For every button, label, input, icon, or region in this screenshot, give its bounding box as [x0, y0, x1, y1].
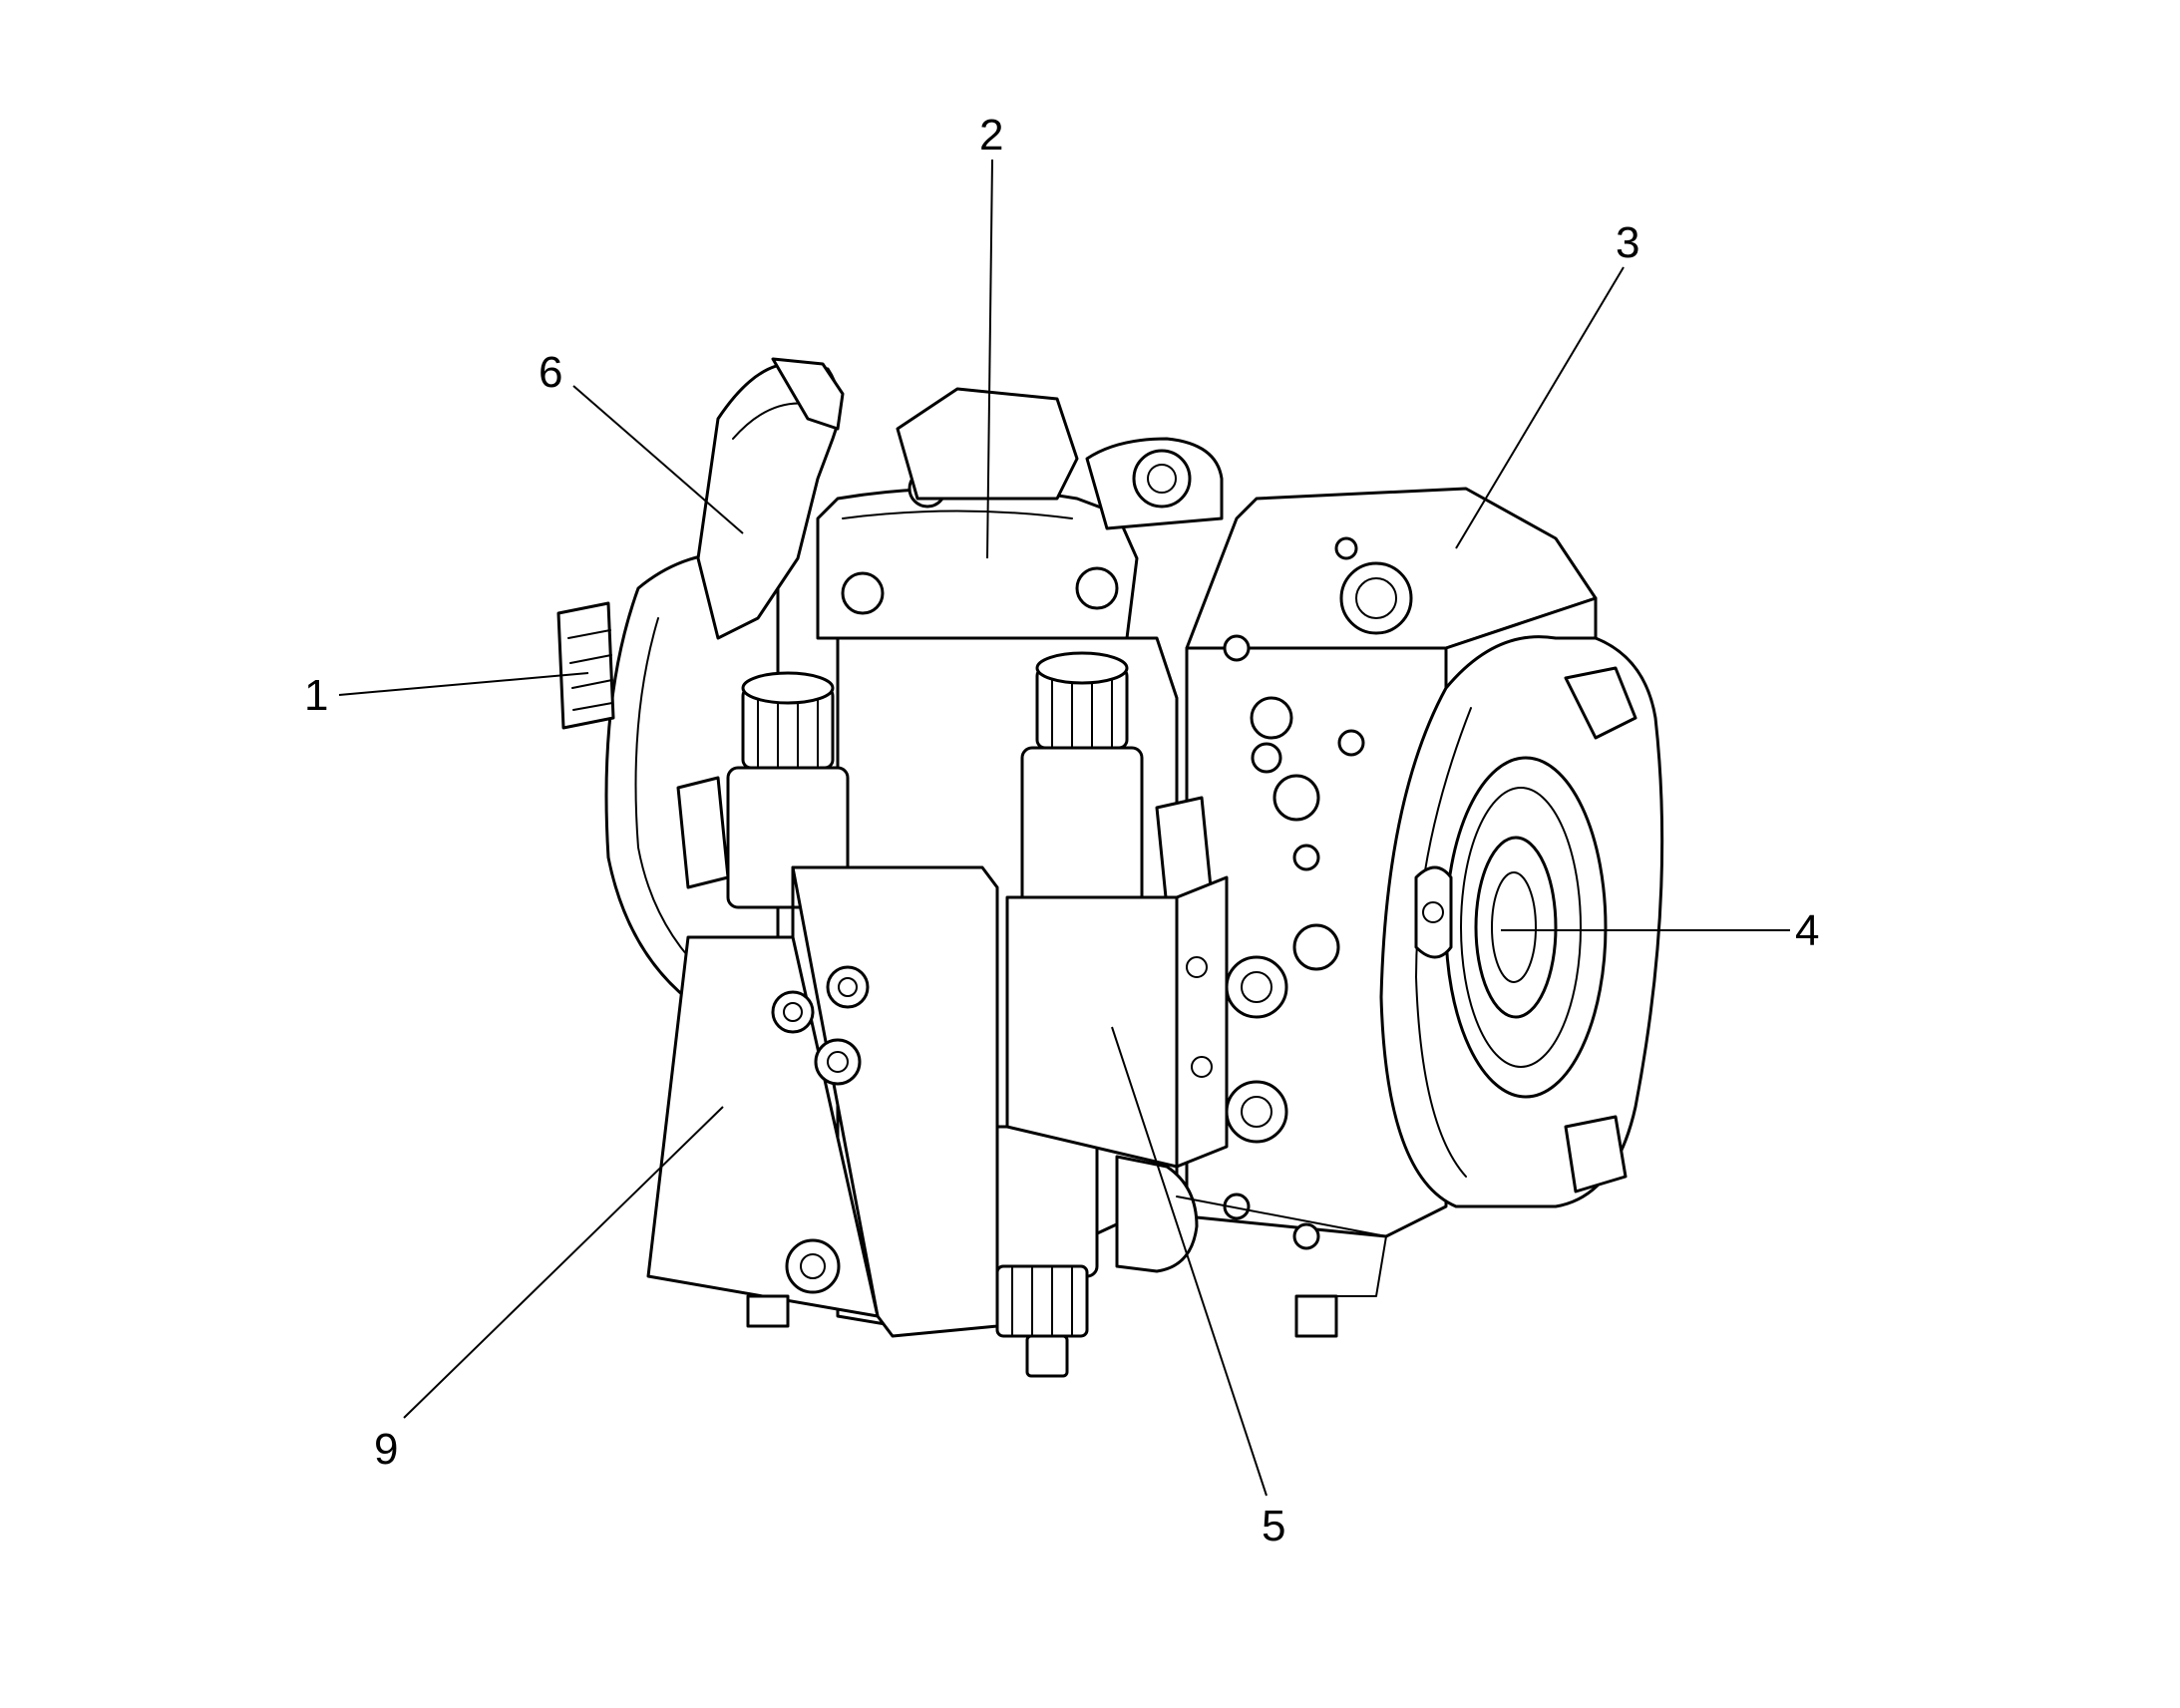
- leader-line-2: [986, 159, 993, 559]
- callout-3: 3: [1616, 218, 1639, 267]
- leader-line-6: [572, 385, 744, 534]
- leader-line-1: [338, 672, 589, 696]
- callout-4: 4: [1795, 906, 1819, 955]
- leader-line-9: [403, 1106, 724, 1419]
- hydraulic-pump-drawing-icon: [556, 357, 1664, 1378]
- callout-1: 1: [304, 671, 328, 720]
- leader-line-5: [1111, 1026, 1268, 1497]
- callout-5: 5: [1262, 1502, 1285, 1550]
- callout-6: 6: [539, 348, 562, 397]
- leader-line-3: [1455, 266, 1625, 549]
- callout-2: 2: [979, 111, 1003, 160]
- callout-9: 9: [374, 1425, 398, 1474]
